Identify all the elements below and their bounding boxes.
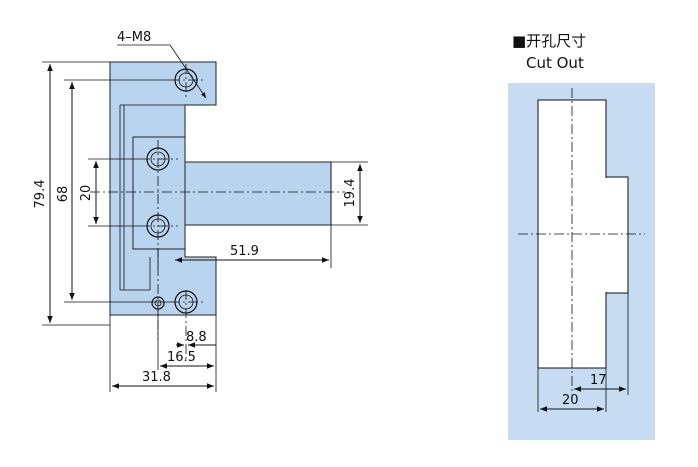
dim-offset-medium: 16.5 <box>167 350 196 365</box>
dim-offset-small: 8.8 <box>186 330 207 345</box>
hinge-arm <box>184 161 332 226</box>
dim-arm-length: 51.9 <box>230 244 259 259</box>
dim-hole-spacing: 68 <box>56 186 71 203</box>
cutout-dim-outer: 20 <box>562 393 579 408</box>
cutout-title-en: Cut Out <box>526 54 584 72</box>
dim-inner-spacing: 20 <box>79 185 94 202</box>
dim-total-height: 79.4 <box>33 180 48 209</box>
cutout-side-notch <box>605 176 629 294</box>
thread-callout-label: 4–M8 <box>117 30 151 45</box>
cutout-title-cn: ■开孔尺寸 <box>512 32 586 50</box>
cutout-dim-inner: 17 <box>590 373 607 388</box>
cutout-view: ■开孔尺寸 Cut Out 17 20 <box>508 32 655 440</box>
dim-body-width: 19.4 <box>343 179 358 208</box>
dim-overall-width: 31.8 <box>142 370 171 385</box>
hinge-front-view: 4–M8 79.4 68 20 19.4 51.9 8.8 <box>33 30 368 392</box>
